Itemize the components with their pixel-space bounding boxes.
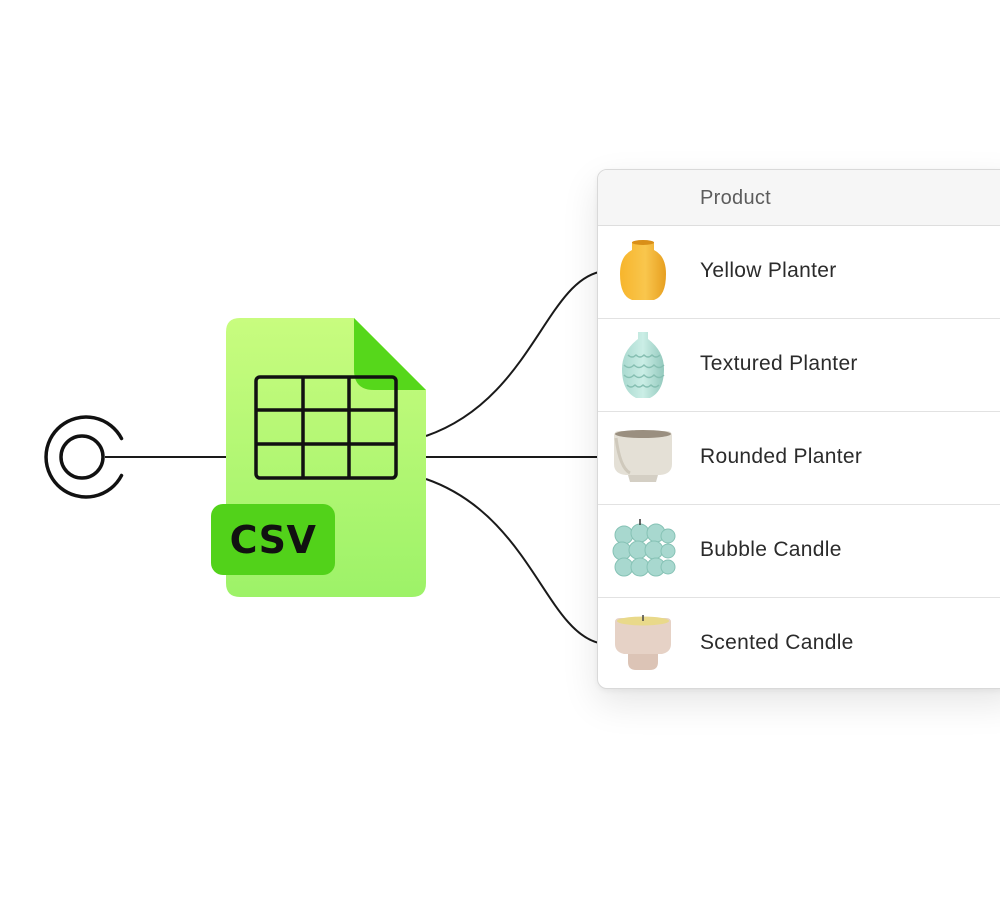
- rounded-planter-icon: [614, 430, 672, 482]
- at-sign-source-icon: [44, 415, 124, 499]
- yellow-planter-icon: [620, 240, 666, 300]
- table-row[interactable]: Bubble Candle: [598, 505, 1000, 598]
- scented-candle-icon: [615, 615, 671, 670]
- column-header-product: Product: [700, 187, 772, 209]
- table-row[interactable]: Yellow Planter: [598, 226, 1000, 319]
- connector-file-to-row-1: [425, 271, 600, 437]
- bubble-candle-icon: [612, 519, 676, 577]
- csv-badge: CSV: [211, 504, 335, 575]
- product-table: Product Yellow Planter: [597, 169, 1000, 689]
- product-name: Scented Candle: [700, 631, 854, 654]
- product-name: Bubble Candle: [700, 538, 842, 561]
- product-name: Yellow Planter: [700, 259, 837, 282]
- table-row[interactable]: Rounded Planter: [598, 412, 1000, 505]
- product-name: Rounded Planter: [700, 445, 863, 468]
- table-header: Product: [598, 170, 1000, 226]
- connector-file-to-row-5: [425, 478, 600, 644]
- product-name: Textured Planter: [700, 352, 858, 375]
- spreadsheet-grid-icon: [254, 375, 398, 480]
- table-row[interactable]: Scented Candle: [598, 598, 1000, 688]
- table-row[interactable]: Textured Planter: [598, 319, 1000, 412]
- textured-planter-icon: [622, 332, 665, 398]
